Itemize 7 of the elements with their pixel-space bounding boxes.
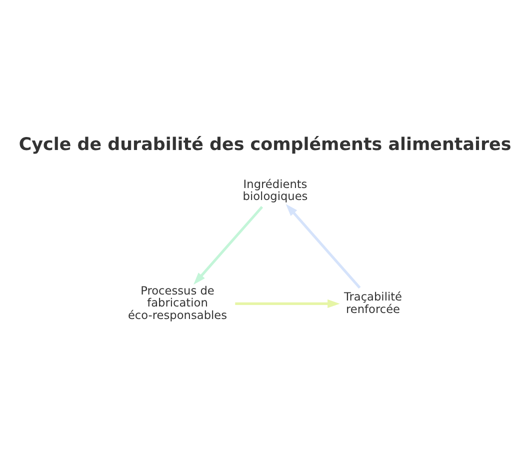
node-text: Ingrédients biologiques — [242, 176, 308, 203]
arrow — [194, 206, 264, 284]
arrow — [286, 203, 361, 288]
diagram-title: Cycle de durabilité des compléments alimentaires — [18, 134, 512, 155]
node-text: Traçabilité renforcée — [344, 289, 402, 316]
arrow — [235, 298, 340, 308]
node-text: Processus de fabrication éco-responsables — [128, 282, 228, 322]
